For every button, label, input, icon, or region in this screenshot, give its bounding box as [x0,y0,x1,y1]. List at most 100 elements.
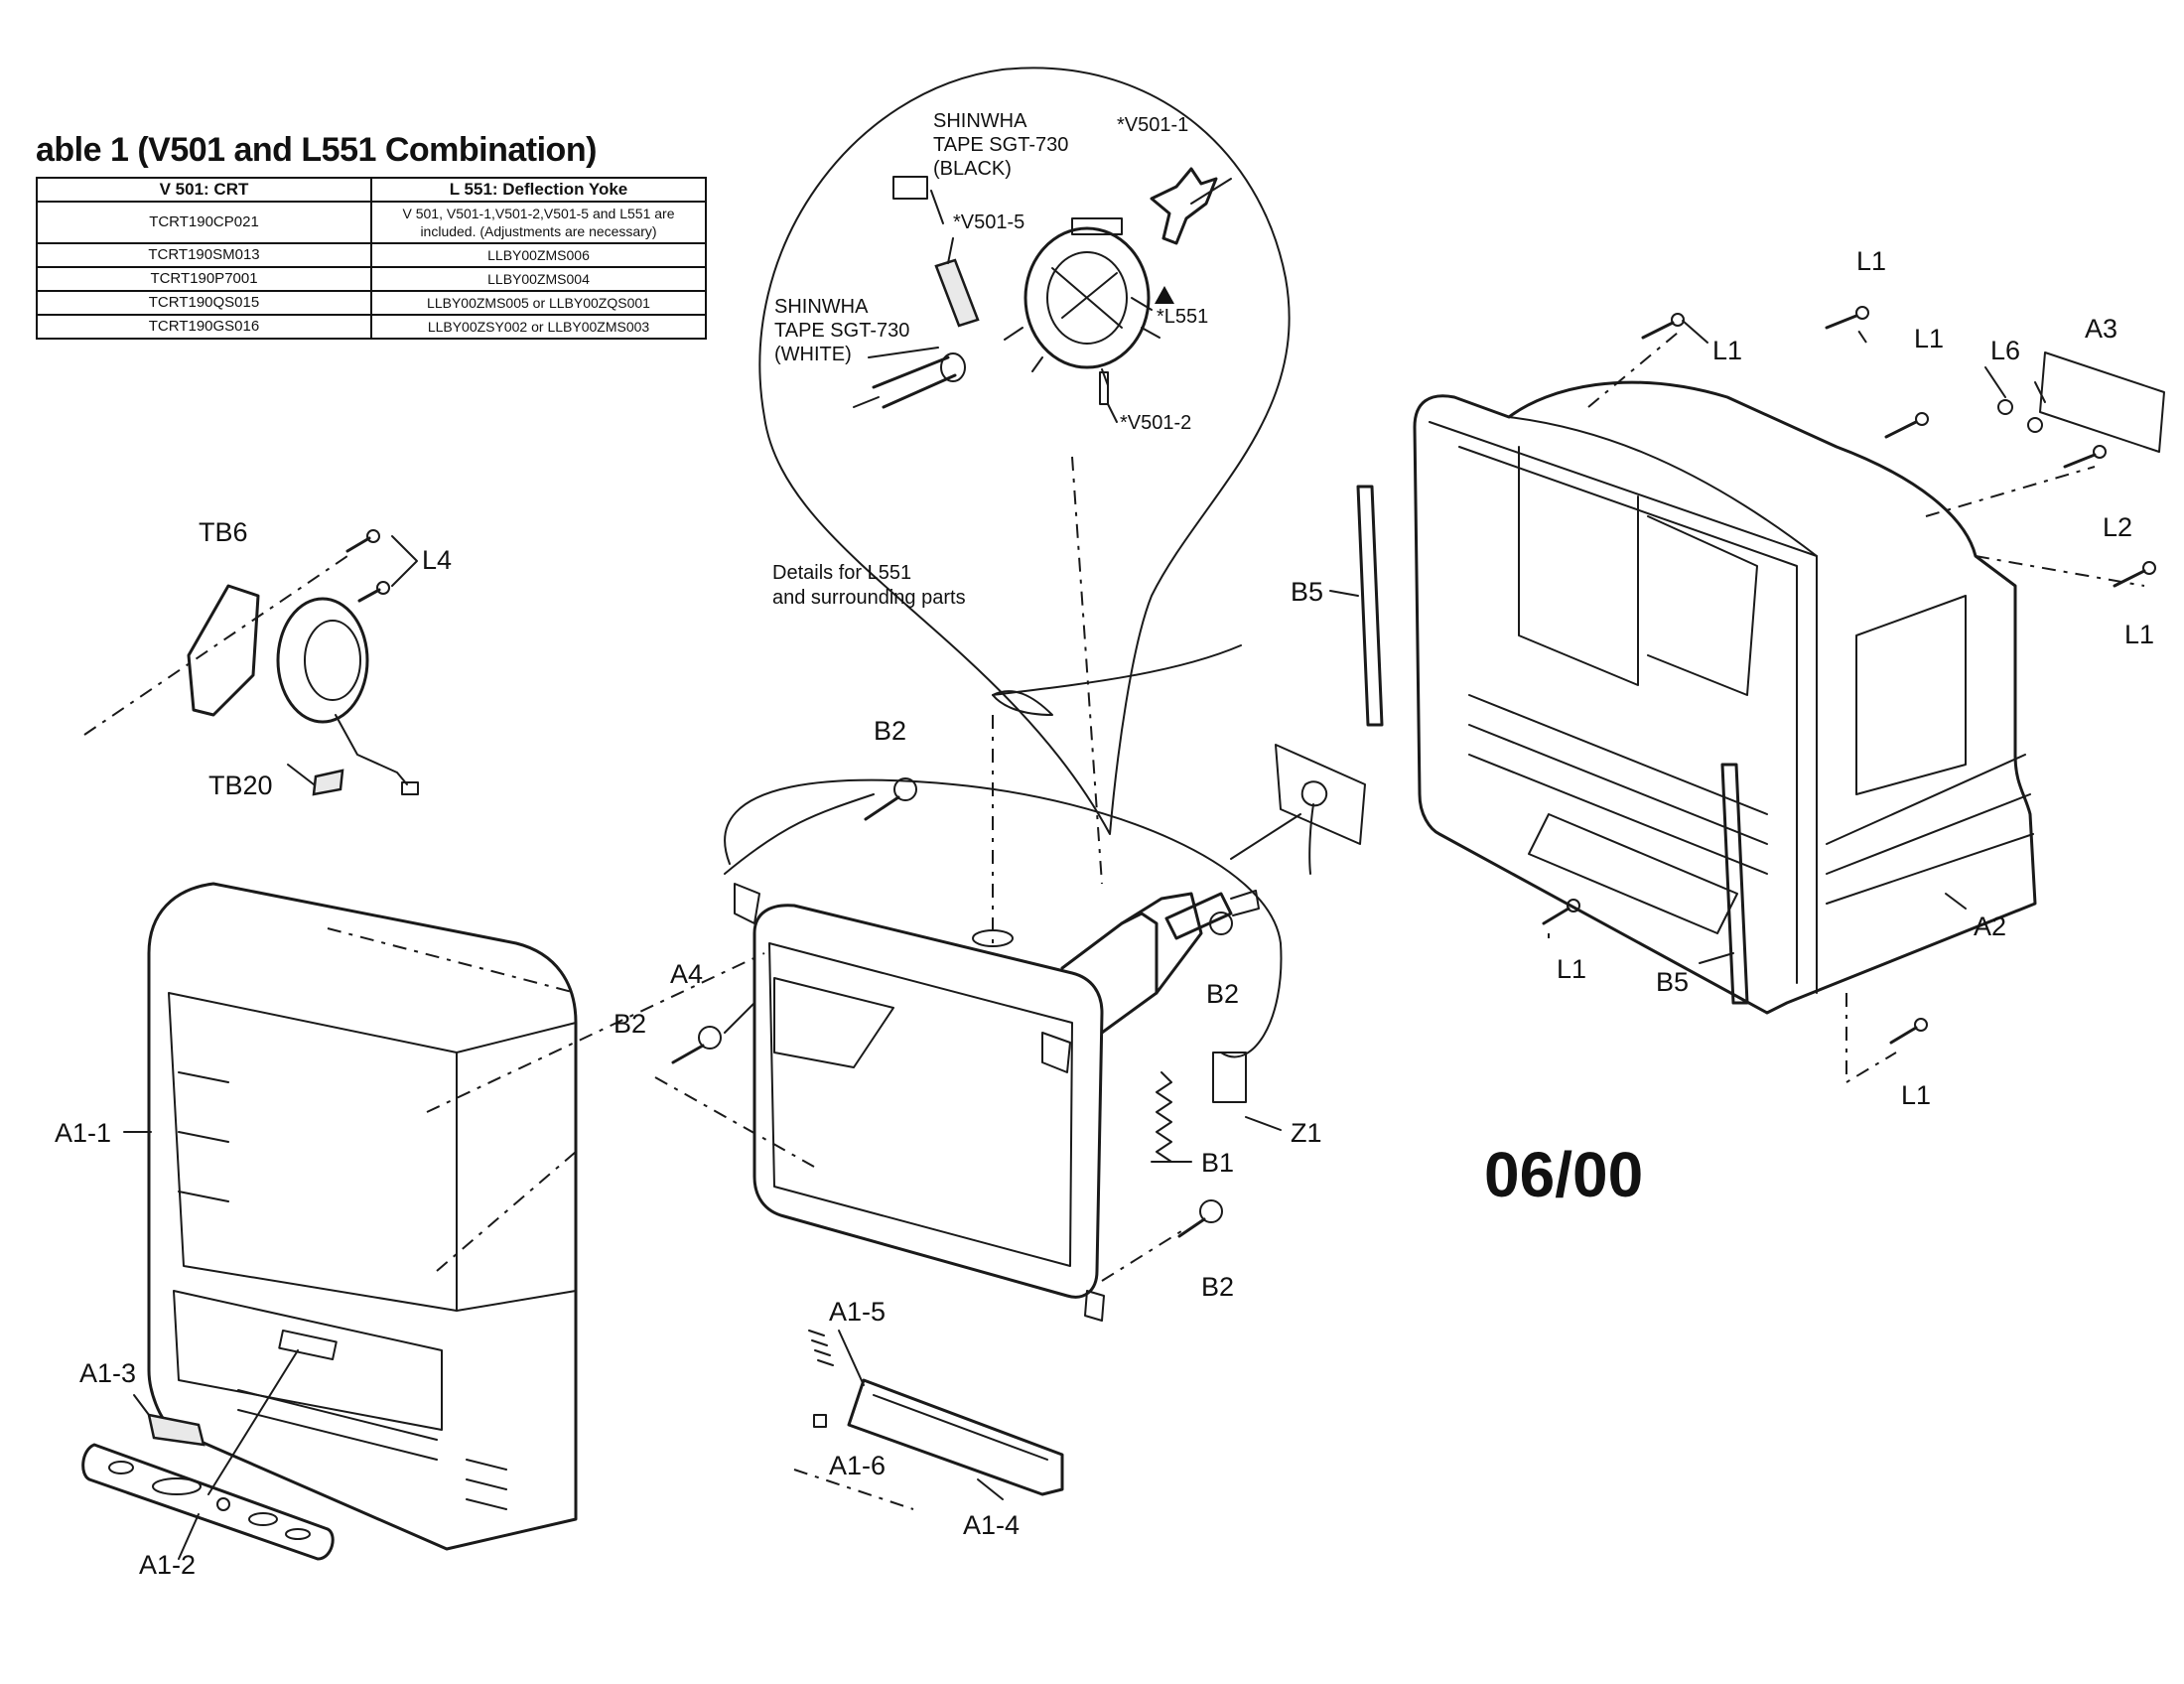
speaker-bracket-icon [187,584,260,717]
a3-label-icon [2039,351,2165,453]
crt-cell: TCRT190CP021 [36,201,372,244]
screw-icon [1641,313,1685,340]
tape-white-line1: SHINWHA [774,296,869,318]
a1-5-spring-icon [808,1330,834,1366]
table-row: TCRT190GS016 LLBY00ZSY002 or LLBY00ZMS00… [36,314,707,340]
table-row: TCRT190CP021 V 501, V501-1,V501-2,V501-5… [36,201,707,244]
a1-2-plate-icon [81,1443,335,1561]
table-row: TCRT190QS015 LLBY00ZMS005 or LLBY00ZQS00… [36,290,707,316]
header-crt: V 501: CRT [36,177,372,203]
balloon-outline [758,67,1291,835]
label-l1-right: L1 [2124,620,2154,649]
label-l2: L2 [2103,512,2132,542]
yoke-cell: V 501, V501-1,V501-2,V501-5 and L551 are… [370,201,707,244]
tape-black-line2: TAPE SGT-730 [933,134,1068,156]
screw-icon [1542,899,1580,925]
combination-table: V 501: CRT L 551: Deflection Yoke TCRT19… [36,177,707,340]
screw-icon [671,1026,722,1064]
crt-cell: TCRT190QS015 [36,290,372,316]
table-title: able 1 (V501 and L551 Combination) [36,131,597,169]
label-l1-bottom: L1 [1557,954,1586,984]
screw-icon [2113,561,2156,588]
label-a1-3: A1-3 [79,1358,136,1388]
crt-neck-icon [853,352,966,409]
tape-white-line3: (WHITE) [774,344,852,365]
header-deflection-yoke: L 551: Deflection Yoke [370,177,707,203]
v501-5-wedge-icon [934,258,980,328]
label-a1-1: A1-1 [55,1118,111,1148]
yoke-cell: LLBY00ZMS004 [370,266,707,292]
screw-icon [2027,417,2043,433]
label-l6: L6 [1990,336,2020,365]
speaker-assembly: TB6 L4 TB20 [83,517,452,800]
black-tape-icon [892,176,928,200]
rear-cabinet: B5 B5 L1 L1 L1 L1 L1 L1 L6 A3 L2 A2 [1291,246,2165,1110]
screw-icon [1884,412,1929,439]
label-b2-left: B2 [614,1009,646,1039]
crt-cell: TCRT190SM013 [36,242,372,268]
table-row: TCRT190SM013 LLBY00ZMS006 [36,242,707,268]
detail-balloon: SHINWHA TAPE SGT-730 (BLACK) *V501-1 *V5… [758,67,1291,835]
screw-icon [1889,1018,1928,1045]
a1-6-pin-icon [813,1414,827,1428]
screw-icon [1209,912,1233,935]
v501-5-label: *V501-5 [953,211,1024,233]
v501-2-strip-icon [1099,371,1109,405]
label-a1-4: A1-4 [963,1510,1020,1540]
crt-face-outline [752,904,1104,1299]
screen-opening [168,992,458,1312]
cabinet-outline [147,882,578,1551]
crt-reflection [773,977,894,1068]
l551-label: *L551 [1157,306,1208,328]
crt-tube: A4 B2 B2 B2 B2 B1 Z1 [614,456,1366,1322]
label-z1: Z1 [1291,1118,1322,1148]
deflection-yoke-icon [1004,217,1160,386]
label-l1-bottom-right: L1 [1901,1080,1931,1110]
tb20-pad-icon [312,769,344,796]
label-a1-6: A1-6 [829,1451,886,1480]
label-a1-5: A1-5 [829,1297,886,1327]
z1-tape-icon [1212,1052,1247,1103]
label-b5-lower: B5 [1656,967,1689,997]
label-l1-top: L1 [1856,246,1886,276]
tape-black-line3: (BLACK) [933,158,1012,180]
label-b2-top: B2 [874,716,906,746]
crt-cell: TCRT190GS016 [36,314,372,340]
a1-4-door-icon [847,1378,1064,1496]
label-b2-right: B2 [1206,979,1239,1009]
warning-icon [1155,286,1174,304]
door-assembly: A1-5 A1-6 A1-4 [793,1297,1064,1540]
crt-cell: TCRT190P7001 [36,266,372,292]
table-row: TCRT190P7001 LLBY00ZMS004 [36,266,707,292]
ground-strap-icon [992,690,1053,716]
tape-black-line1: SHINWHA [933,110,1027,132]
label-b5-upper: B5 [1291,577,1323,607]
screw-icon [345,536,371,553]
speaker-icon [276,597,369,724]
screw-icon [2063,445,2107,469]
screw-icon [357,588,381,603]
label-a1-2: A1-2 [139,1550,196,1580]
v501-1-label: *V501-1 [1117,114,1188,136]
control-panel-area [173,1290,443,1431]
yoke-cell: LLBY00ZMS005 or LLBY00ZQS001 [370,290,707,316]
a1-3-badge-icon [147,1413,205,1447]
label-a4: A4 [670,959,703,989]
screw-icon [1825,306,1869,330]
screw-icon [1177,1199,1223,1238]
label-b2-bottom: B2 [1201,1272,1234,1302]
date-code: 06/00 [1484,1139,1643,1210]
label-tb20: TB20 [208,771,273,800]
label-l4: L4 [422,545,452,575]
tape-white-line2: TAPE SGT-730 [774,320,909,342]
b5-strip-icon [1356,485,1384,727]
label-l1-top-left: L1 [1712,336,1742,365]
crt-neck-icon [1164,892,1233,940]
label-b1: B1 [1201,1148,1234,1178]
label-l1-mid: L1 [1914,324,1944,353]
screw-icon [1997,399,2013,415]
label-a2: A2 [1974,912,2006,941]
v501-2-label: *V501-2 [1120,412,1191,434]
